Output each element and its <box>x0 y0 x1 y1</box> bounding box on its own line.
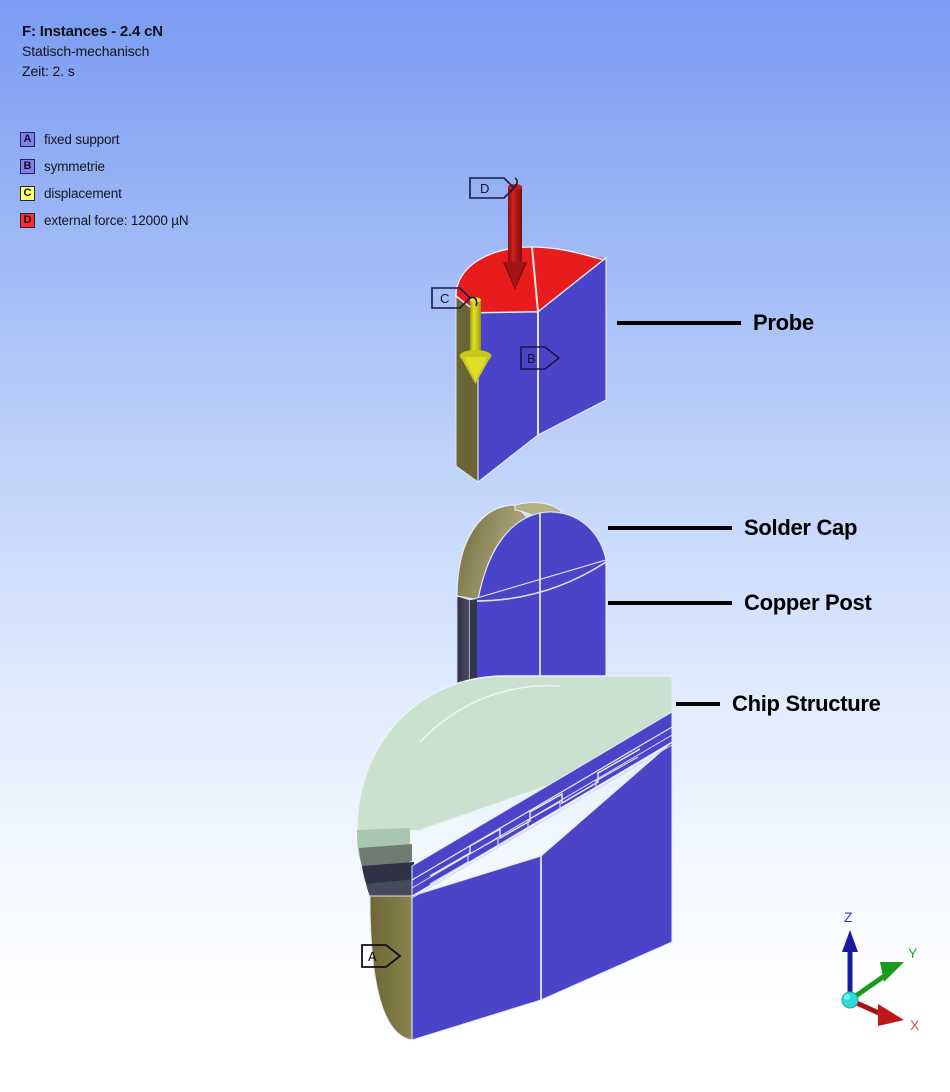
tag-letter-d: D <box>480 181 489 196</box>
tag-letter-a: A <box>368 949 377 964</box>
analysis-title: F: Instances - 2.4 cN <box>22 23 163 40</box>
legend-item-d[interactable]: D external force: 12000 µN <box>20 211 189 229</box>
leader-line-chip-structure <box>676 702 720 706</box>
callout-label-copper-post: Copper Post <box>744 590 872 615</box>
chip-trace-line-1 <box>411 726 673 881</box>
chip-trace-step-lower <box>429 756 639 885</box>
probe-geometry <box>455 246 607 484</box>
force-arrow-d <box>503 184 527 290</box>
boundary-condition-legend: A fixed support B symmetrie C displaceme… <box>20 130 189 238</box>
callout-label-probe: Probe <box>753 310 814 335</box>
tag-flag-c[interactable]: C <box>430 282 486 316</box>
legend-key-c: C <box>20 185 35 201</box>
leader-line-probe <box>617 321 741 325</box>
chip-structure-geometry <box>356 675 673 1041</box>
coordinate-triad[interactable]: Z Y X <box>812 900 942 1035</box>
callout-chip-structure: Chip Structure <box>676 691 881 717</box>
axis-arrow-x <box>878 1004 904 1026</box>
axis-arrow-y <box>880 962 904 982</box>
cap-post-boundary <box>469 561 607 602</box>
axis-arrow-z <box>842 930 858 952</box>
legend-item-c[interactable]: C displacement <box>20 184 189 202</box>
axis-label-z: Z <box>844 909 853 925</box>
leader-line-solder-cap <box>608 526 732 530</box>
callout-solder-cap: Solder Cap <box>608 515 857 541</box>
legend-label-a: fixed support <box>44 131 120 147</box>
triad-origin-highlight <box>844 994 850 1000</box>
legend-label-c: displacement <box>44 185 122 201</box>
tag-flag-d[interactable]: D <box>468 172 524 206</box>
legend-key-a: A <box>20 131 35 147</box>
leader-line-copper-post <box>608 601 732 605</box>
legend-label-d: external force: 12000 µN <box>44 212 189 228</box>
chip-top-split <box>419 684 561 743</box>
legend-key-b: B <box>20 158 35 174</box>
probe-front-left-face <box>477 311 539 484</box>
legend-item-b[interactable]: B symmetrie <box>20 157 189 175</box>
callout-label-chip-structure: Chip Structure <box>732 691 881 716</box>
triad-origin-sphere <box>841 991 859 1009</box>
chip-trace-step-upper <box>429 748 641 877</box>
tag-flag-a[interactable]: A <box>360 942 408 970</box>
legend-item-a[interactable]: A fixed support <box>20 130 189 148</box>
chip-top-rim <box>356 675 672 831</box>
axis-label-x: X <box>910 1017 920 1033</box>
axis-label-y: Y <box>908 945 918 961</box>
analysis-time: Zeit: 2. s <box>22 63 75 79</box>
legend-key-d: D <box>20 212 35 228</box>
chip-trace-line-3 <box>411 744 673 899</box>
callout-probe: Probe <box>617 310 814 336</box>
callout-copper-post: Copper Post <box>608 590 872 616</box>
analysis-subtitle: Statisch-mechanisch <box>22 43 150 59</box>
callout-label-solder-cap: Solder Cap <box>744 515 858 540</box>
tag-letter-b: B <box>527 351 536 366</box>
legend-label-b: symmetrie <box>44 158 105 174</box>
tag-flag-b[interactable]: B <box>519 344 567 372</box>
chip-top-fill <box>357 679 632 830</box>
tag-letter-c: C <box>440 291 449 306</box>
header-block: F: Instances - 2.4 cN Statisch-mechanisc… <box>22 22 163 81</box>
